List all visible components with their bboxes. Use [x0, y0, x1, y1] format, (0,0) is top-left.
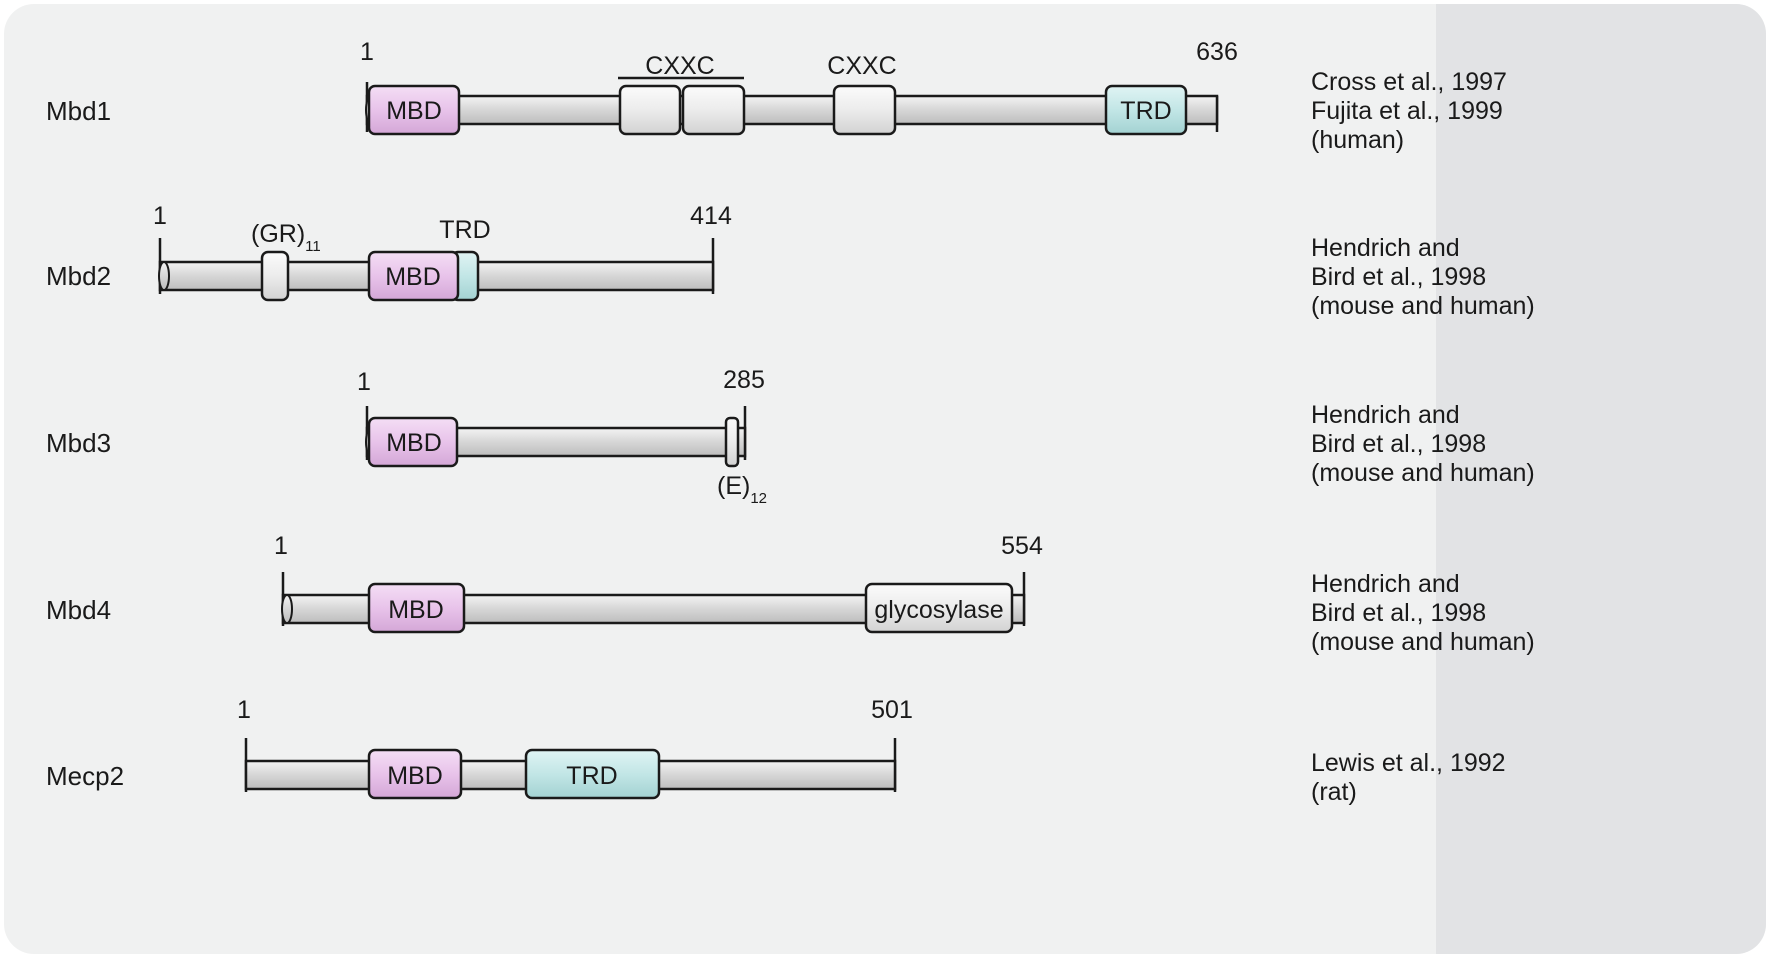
start-residue-mbd2: 1 [153, 202, 167, 230]
mbd-domain-mecp2 [367, 748, 463, 800]
gr-repeat-domain-mbd2 [260, 250, 290, 302]
protein-row-mbd2: Mbd2 1 414 (GR)11 MBD TRD Hendrich and B… [46, 202, 1535, 320]
n-terminus-cap-mbd2 [158, 261, 170, 291]
start-residue-mecp2: 1 [237, 696, 251, 724]
reference-line-1-mbd1: Cross et al., 1997 [1311, 68, 1507, 96]
end-residue-mbd2: 414 [690, 202, 732, 230]
start-residue-mbd4: 1 [274, 532, 288, 560]
reference-line-2-mbd1: Fujita et al., 1999 [1311, 97, 1503, 125]
cxxc-label-2-mbd1: CXXC [827, 52, 896, 80]
mbd-domain-mbd4 [367, 582, 466, 634]
trd-domain-mecp2 [524, 748, 661, 800]
reference-line-3-mbd1: (human) [1311, 126, 1404, 154]
trd-label-mecp2: TRD [566, 762, 617, 790]
glycosylase-label-mbd4: glycosylase [874, 596, 1003, 624]
reference-line-1-mbd4: Hendrich and [1311, 570, 1460, 598]
mbd-label-mbd4: MBD [388, 596, 444, 624]
mbd-domain-mbd1 [367, 84, 461, 136]
reference-line-1-mbd3: Hendrich and [1311, 401, 1460, 429]
protein-row-mbd3: Mbd3 1 285 MBD (E)12 Hendrich and Bird e… [46, 366, 1535, 507]
protein-name-mbd4: Mbd4 [46, 595, 111, 625]
reference-line-1-mbd2: Hendrich and [1311, 234, 1460, 262]
e-repeat-label-mbd3: (E)12 [717, 472, 767, 507]
e-repeat-domain-mbd3 [724, 416, 740, 468]
protein-name-mbd1: Mbd1 [46, 96, 111, 126]
n-terminus-cap-mbd4 [281, 594, 293, 624]
protein-name-mbd2: Mbd2 [46, 261, 111, 291]
gr-repeat-count-mbd2: 11 [305, 238, 321, 255]
reference-line-3-mbd3: (mouse and human) [1311, 459, 1535, 487]
protein-row-mbd1: Mbd1 1 636 CXXC CXXC MBD TRD Cross et al… [46, 38, 1507, 154]
protein-domain-diagram: Mbd1 1 636 CXXC CXXC MBD TRD Cross et al… [46, 38, 1535, 806]
reference-line-2-mbd4: Bird et al., 1998 [1311, 599, 1486, 627]
end-residue-mbd1: 636 [1196, 38, 1238, 66]
reference-line-2-mbd3: Bird et al., 1998 [1311, 430, 1486, 458]
cxxc-domain-2-mbd1 [832, 84, 897, 136]
end-residue-mecp2: 501 [871, 696, 913, 724]
protein-row-mecp2: Mecp2 1 501 MBD TRD Lewis et al., 1992 (… [46, 696, 1506, 806]
protein-row-mbd4: Mbd4 1 554 MBD glycosylase Hendrich and … [46, 532, 1535, 656]
backbone-mbd1 [365, 94, 1219, 126]
end-residue-mbd4: 554 [1001, 532, 1043, 560]
mbd-label-mecp2: MBD [387, 762, 443, 790]
end-residue-mbd3: 285 [723, 366, 765, 394]
cxxc-domain-1a-mbd1 [618, 84, 682, 136]
reference-line-3-mbd2: (mouse and human) [1311, 292, 1535, 320]
mbd-label-mbd3: MBD [386, 429, 442, 457]
reference-column [1436, 4, 1766, 954]
trd-domain-mbd1 [1104, 84, 1188, 136]
reference-line-3-mbd4: (mouse and human) [1311, 628, 1535, 656]
cxxc-domain-1b-mbd1 [681, 84, 746, 136]
start-residue-mbd3: 1 [357, 368, 371, 396]
trd-label-mbd2: TRD [439, 216, 490, 244]
mbd-label-mbd1: MBD [386, 97, 442, 125]
mbd-label-mbd2: MBD [385, 263, 441, 291]
protein-name-mbd3: Mbd3 [46, 428, 111, 458]
mbd-domain-mbd3 [367, 416, 459, 468]
e-repeat-count-mbd3: 12 [750, 490, 767, 507]
reference-line-2-mbd2: Bird et al., 1998 [1311, 263, 1486, 291]
glycosylase-domain-mbd4 [864, 582, 1014, 634]
gr-repeat-name-mbd2: (GR) [251, 220, 305, 248]
trd-label-mbd1: TRD [1120, 97, 1171, 125]
start-residue-mbd1: 1 [360, 38, 374, 66]
protein-name-mecp2: Mecp2 [46, 761, 124, 791]
reference-line-1-mecp2: Lewis et al., 1992 [1311, 749, 1506, 777]
cxxc-label-1-mbd1: CXXC [645, 52, 714, 80]
diagram-panel: Mbd1 1 636 CXXC CXXC MBD TRD Cross et al… [4, 4, 1766, 954]
gr-repeat-label-mbd2: (GR)11 [251, 220, 321, 255]
mbd-domain-mbd2 [367, 250, 460, 302]
e-repeat-name-mbd3: (E) [717, 472, 750, 500]
reference-line-2-mecp2: (rat) [1311, 778, 1357, 806]
